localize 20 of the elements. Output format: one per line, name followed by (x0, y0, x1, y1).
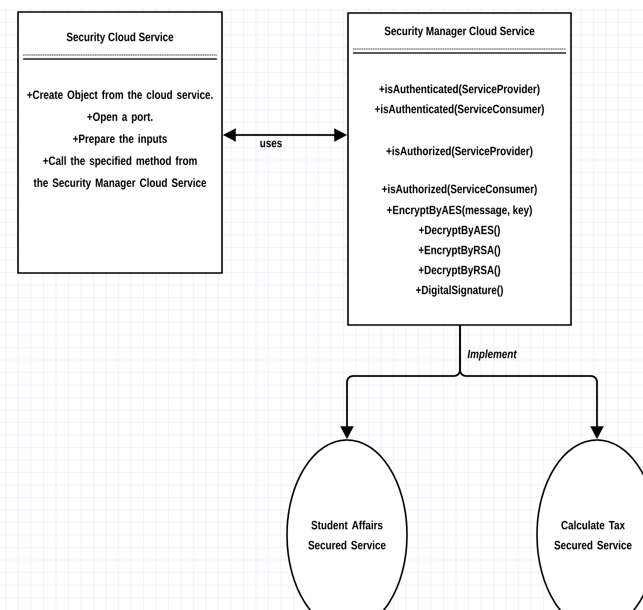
method: +DecryptByRSA() (418, 265, 500, 277)
class-name: Security Manager Cloud Service (384, 26, 534, 38)
method: +DigitalSignature() (416, 285, 503, 297)
edge-label: Implement (468, 349, 517, 361)
method-list: +Create Object from the cloud service. +Open a port. +Prepare the inputs +Call the specified method from the Security Manager Cloud Service (27, 90, 213, 190)
edge-label: uses (260, 140, 282, 148)
method: +DecryptByAES() (419, 225, 500, 237)
method: +isAuthenticated(ServiceConsumer) (375, 104, 544, 116)
class-name: Security Cloud Service (66, 32, 174, 44)
method: +isAuthenticated(ServiceProvider) (379, 84, 540, 96)
method: +EncryptByRSA() (418, 245, 500, 257)
method: +EncryptByAES(message, key) (387, 205, 532, 217)
node-label: +Create Object from the cloud service. (27, 90, 213, 102)
method: +isAuthorized(ServiceConsumer) (382, 184, 537, 196)
node-label: +Call the specified method from the Security Manager Cloud Service (34, 156, 206, 190)
node-label: +Open a port. (87, 112, 152, 124)
node-label: Student Affairs Secured Service (308, 520, 386, 550)
method: +isAuthorized(ServiceProvider) (386, 146, 532, 158)
node-label: +Prepare the inputs (73, 134, 167, 146)
node-label: Calculate Tax Secured Service (554, 520, 632, 550)
